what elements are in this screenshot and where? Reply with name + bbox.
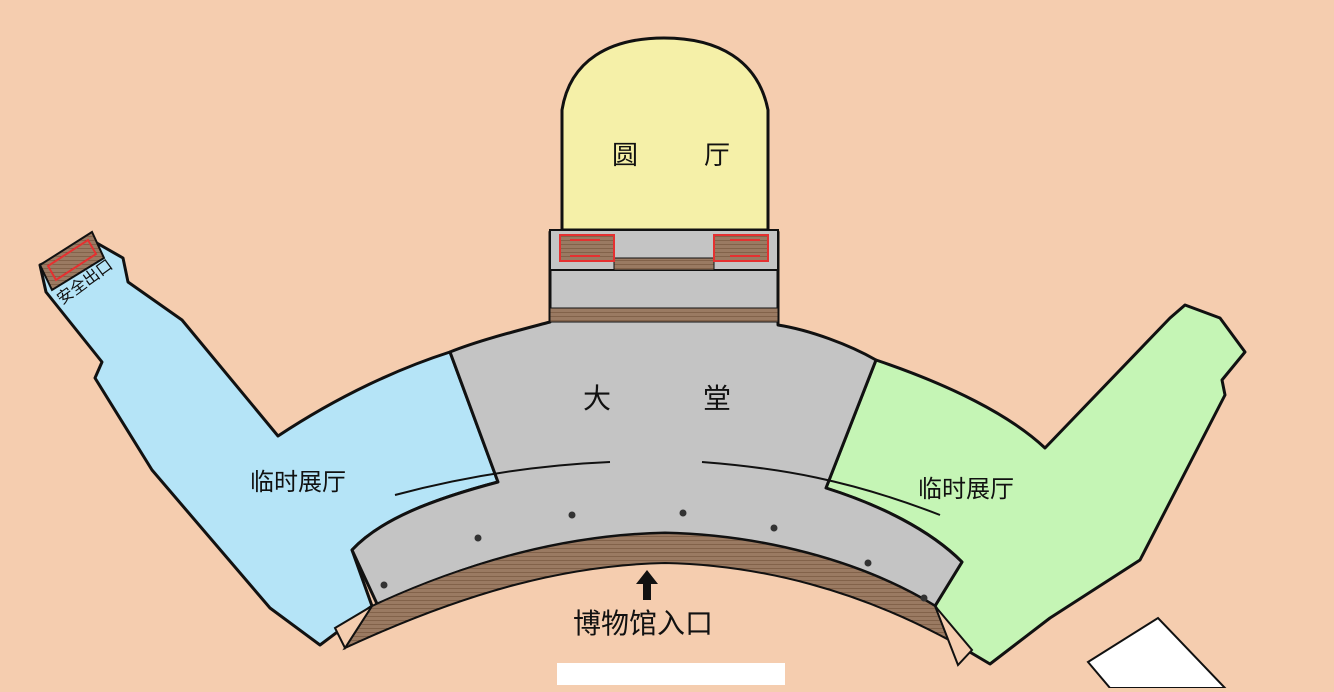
entrance-step-right (934, 605, 974, 667)
stairs-rotunda (613, 257, 715, 271)
stairwell-left (559, 234, 615, 262)
partition-right (701, 461, 941, 516)
red-arrow-right-icon (730, 239, 760, 257)
temporary-hall-left-label: 临时展厅 (250, 468, 346, 496)
rotunda-label-b: 厅 (704, 141, 730, 171)
pillars (380, 509, 928, 602)
entrance-label: 博物馆入口 (573, 607, 713, 640)
stairs-lobby-top (549, 307, 779, 323)
partition-left (394, 461, 611, 496)
adjacent-building (1086, 616, 1228, 689)
exit-stairwell (38, 230, 106, 292)
lobby-label-b: 堂 (703, 382, 731, 415)
rotunda-label-a: 圆 (612, 141, 638, 171)
temporary-hall-right-label: 临时展厅 (918, 475, 1014, 503)
lobby-label-a: 大 (583, 382, 611, 415)
rotunda (560, 36, 770, 232)
footer-bar (557, 663, 785, 685)
entrance-step-left (333, 605, 373, 651)
arrow-up-icon (636, 570, 658, 600)
red-arrow-left-icon (570, 239, 600, 257)
stairwell-right (713, 234, 769, 262)
